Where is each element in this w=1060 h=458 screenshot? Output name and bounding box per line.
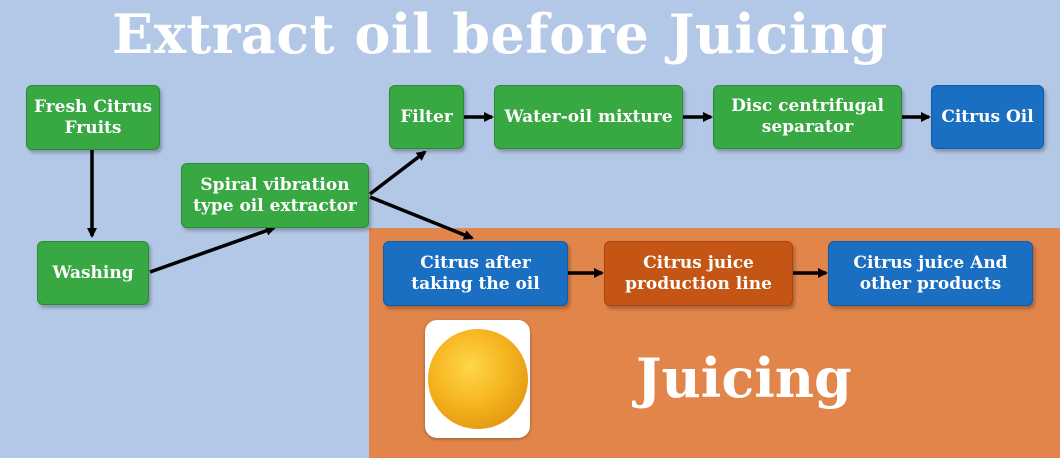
citrus-peel-photo — [425, 320, 530, 438]
arrow-spiral-to-filter — [368, 150, 427, 196]
node-disc-centrifugal-separator: Disc centrifugal separator — [713, 85, 902, 149]
node-citrus-after-oil: Citrus after taking the oil — [383, 241, 568, 306]
node-citrus-oil: Citrus Oil — [931, 85, 1044, 149]
node-washing: Washing — [37, 241, 149, 305]
juicing-title: Juicing — [636, 346, 852, 410]
citrus-pulp-image — [427, 329, 528, 429]
node-filter: Filter — [389, 85, 464, 149]
arrow-washing-to-spiral — [149, 225, 276, 274]
node-citrus-juice-production-line: Citrus juice production line — [604, 241, 793, 306]
diagram-title: Extract oil before Juicing — [112, 2, 888, 66]
node-fresh-citrus-fruits: Fresh Citrus Fruits — [26, 85, 160, 150]
arrow-spiral-to-after-oil — [369, 195, 474, 240]
node-water-oil-mixture: Water-oil mixture — [494, 85, 683, 149]
node-citrus-juice-products: Citrus juice And other products — [828, 241, 1033, 306]
node-spiral-vibration-extractor: Spiral vibration type oil extractor — [181, 163, 369, 228]
